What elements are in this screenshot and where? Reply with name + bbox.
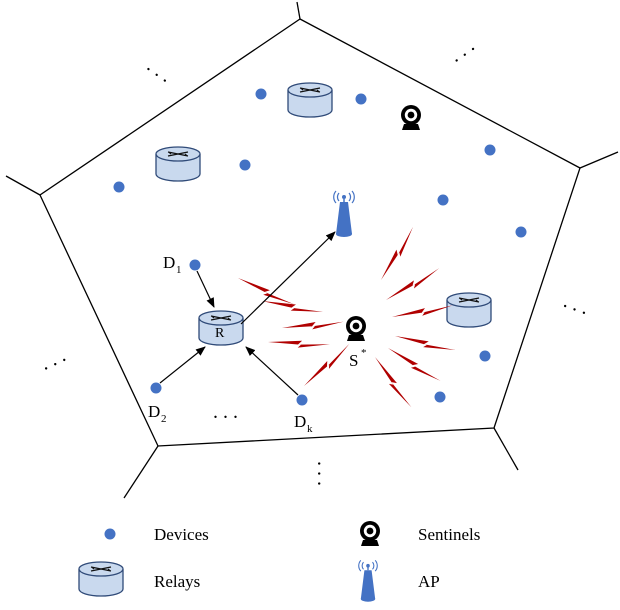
relay-left [155, 146, 201, 182]
devices [113, 88, 527, 406]
jamming-bolt [385, 345, 442, 386]
cell-boundary [39, 18, 581, 447]
legend-device-icon [104, 528, 116, 540]
legend-devices-label: Devices [154, 525, 209, 544]
ap-antenna-icon [332, 190, 356, 238]
d1-label: D 1 [163, 253, 182, 276]
device-dot [515, 226, 527, 238]
jamming-bolt [384, 266, 442, 304]
relay-r-label: R [215, 326, 225, 341]
ellipsis-top-left: . . . [143, 54, 176, 86]
d2-label: D 2 [148, 402, 167, 425]
device-dot [239, 159, 251, 171]
ellipsis-left: . . . [37, 344, 69, 375]
device-dot-dk [296, 394, 308, 406]
legend: Devices Sentinels Relays AP [78, 521, 480, 603]
ellipsis-bottom: . . . [313, 461, 335, 486]
link-d1-r [196, 270, 215, 308]
link-r-ap [240, 231, 336, 325]
device-dot [255, 88, 267, 100]
device-dot-d1 [189, 259, 201, 271]
device-dot [437, 194, 449, 206]
jamming-bolt [267, 339, 331, 350]
jamming-bolt [378, 225, 418, 283]
sentinel-camera-icon-jammer [346, 316, 366, 341]
svg-text:2: 2 [161, 413, 167, 425]
sentinel-star-label: S * [349, 347, 367, 370]
neighbor-cell-edges [5, 1, 619, 499]
svg-text:1: 1 [176, 264, 182, 276]
link-dk-r [245, 346, 299, 396]
svg-text:k: k [307, 423, 313, 435]
relay-top [287, 82, 333, 118]
ellipsis-top-right: . . . [445, 34, 478, 66]
legend-sentinel-icon [360, 521, 380, 546]
legend-sentinels-label: Sentinels [418, 525, 480, 544]
legend-relays-label: Relays [154, 572, 200, 591]
jamming-bolt [391, 303, 454, 321]
dk-label: D k [294, 412, 313, 435]
jamming-bolt [261, 298, 324, 317]
ellipsis-right: . . . [561, 290, 592, 319]
device-dot [479, 350, 491, 362]
jamming-bolt [301, 342, 353, 389]
ellipsis-devices: . . . [213, 401, 238, 423]
sentinel-camera-icon [401, 105, 421, 130]
relay-right [446, 292, 492, 328]
jamming-bolt [371, 355, 414, 411]
device-dot [113, 181, 125, 193]
legend-relay-icon [78, 561, 124, 597]
device-dot [355, 93, 367, 105]
jamming-bolt [281, 319, 345, 332]
link-d2-r [159, 346, 206, 384]
svg-text:D: D [163, 253, 175, 272]
jamming-bolts [236, 225, 456, 411]
links [159, 231, 336, 396]
svg-text:*: * [361, 347, 367, 359]
svg-text:D: D [148, 402, 160, 421]
svg-text:S: S [349, 351, 358, 370]
jamming-bolt [394, 333, 456, 355]
svg-text:D: D [294, 412, 306, 431]
device-dot [484, 144, 496, 156]
device-dot [434, 391, 446, 403]
legend-ap-label: AP [418, 572, 440, 591]
relay-r: R [198, 310, 244, 346]
legend-ap-icon [358, 559, 378, 603]
device-dot-d2 [150, 382, 162, 394]
